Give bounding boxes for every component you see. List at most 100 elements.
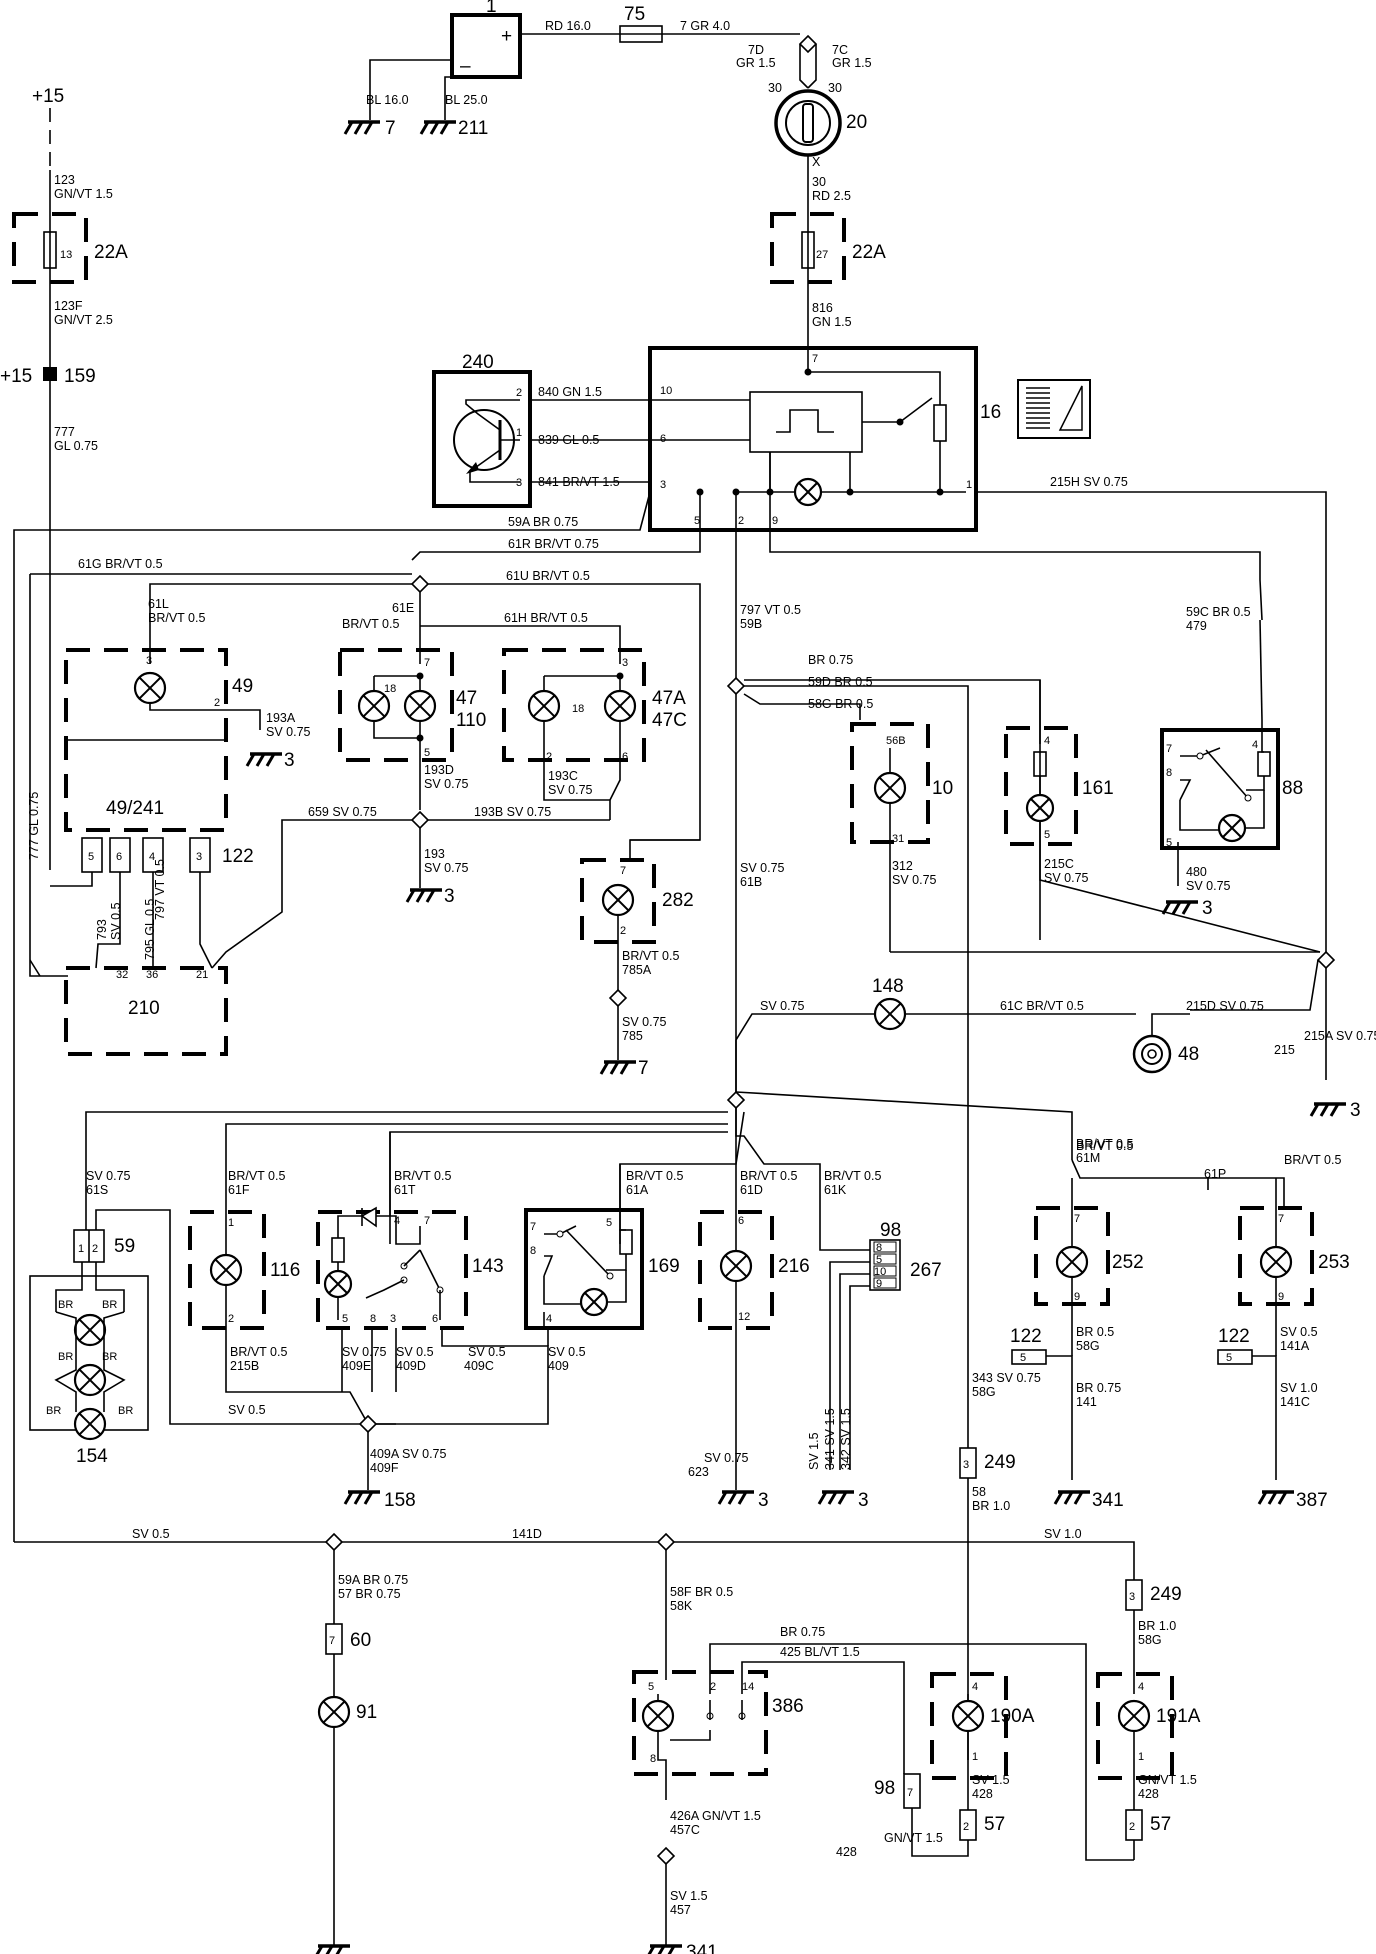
svg-text:10: 10 bbox=[660, 385, 672, 397]
svg-text:57 BR 0.75: 57 BR 0.75 bbox=[338, 1587, 401, 1601]
svg-text:169: 169 bbox=[648, 1256, 680, 1277]
svg-text:4: 4 bbox=[1138, 1681, 1144, 1693]
svg-text:428: 428 bbox=[1138, 1787, 1159, 1801]
svg-text:5: 5 bbox=[694, 515, 700, 527]
svg-text:122: 122 bbox=[1010, 1326, 1042, 1347]
connector-267: 8 5 10 9 bbox=[869, 1239, 901, 1291]
svg-text:4: 4 bbox=[394, 1215, 400, 1227]
svg-text:7C: 7C bbox=[832, 43, 848, 57]
svg-text:409C: 409C bbox=[464, 1359, 494, 1373]
svg-text:61R BR/VT 0.75: 61R BR/VT 0.75 bbox=[508, 537, 599, 551]
svg-text:BR: BR bbox=[58, 1351, 73, 1363]
svg-text:659 SV 0.75: 659 SV 0.75 bbox=[308, 805, 377, 819]
svg-text:159: 159 bbox=[64, 366, 96, 387]
svg-text:GR 1.5: GR 1.5 bbox=[832, 56, 872, 70]
svg-text:BR/VT 0.5: BR/VT 0.5 bbox=[1076, 1139, 1133, 1153]
svg-text:343 SV 0.75: 343 SV 0.75 bbox=[972, 1371, 1041, 1385]
svg-text:3: 3 bbox=[622, 657, 628, 669]
svg-text:10: 10 bbox=[932, 778, 953, 799]
svg-text:122: 122 bbox=[1218, 1326, 1250, 1347]
svg-text:193D: 193D bbox=[424, 763, 454, 777]
svg-text:57: 57 bbox=[984, 1814, 1005, 1835]
svg-text:BR/VT 0.5: BR/VT 0.5 bbox=[622, 949, 679, 963]
svg-text:428: 428 bbox=[972, 1787, 993, 1801]
svg-text:2: 2 bbox=[546, 751, 552, 763]
svg-text:18: 18 bbox=[384, 683, 396, 695]
svg-text:8: 8 bbox=[370, 1313, 376, 1325]
svg-text:58G: 58G bbox=[1076, 1339, 1100, 1353]
svg-text:60: 60 bbox=[350, 1630, 371, 1651]
svg-text:386: 386 bbox=[772, 1696, 804, 1717]
svg-text:61G BR/VT 0.5: 61G BR/VT 0.5 bbox=[78, 557, 163, 571]
svg-text:4: 4 bbox=[546, 1313, 552, 1325]
svg-text:18: 18 bbox=[572, 703, 584, 715]
svg-text:8: 8 bbox=[1166, 767, 1172, 779]
svg-text:4: 4 bbox=[1044, 735, 1050, 747]
svg-text:BR 1.0: BR 1.0 bbox=[1138, 1619, 1176, 1633]
svg-text:143: 143 bbox=[472, 1256, 504, 1277]
svg-text:61B: 61B bbox=[740, 875, 762, 889]
svg-text:22A: 22A bbox=[94, 242, 128, 263]
svg-text:58K: 58K bbox=[670, 1599, 693, 1613]
lamp-47-module bbox=[338, 648, 454, 762]
svg-text:91: 91 bbox=[356, 1702, 377, 1723]
svg-text:BR/VT 0.5: BR/VT 0.5 bbox=[148, 611, 205, 625]
svg-text:7: 7 bbox=[638, 1058, 649, 1079]
svg-text:BR/VT 0.5: BR/VT 0.5 bbox=[1076, 1137, 1133, 1151]
svg-text:BR: BR bbox=[102, 1299, 117, 1311]
connector-122-a: 5 6 4 3 bbox=[81, 837, 211, 873]
svg-text:GN/VT 2.5: GN/VT 2.5 bbox=[54, 313, 113, 327]
svg-text:267: 267 bbox=[910, 1260, 942, 1281]
svg-text:SV 1.5: SV 1.5 bbox=[972, 1773, 1010, 1787]
svg-text:47C: 47C bbox=[652, 710, 687, 731]
svg-text:3: 3 bbox=[660, 479, 666, 491]
svg-text:6: 6 bbox=[622, 751, 628, 763]
svg-text:16: 16 bbox=[980, 402, 1001, 423]
svg-text:122: 122 bbox=[222, 846, 254, 867]
fuse-75-label: 75 bbox=[624, 4, 645, 25]
svg-text:249: 249 bbox=[1150, 1584, 1182, 1605]
svg-text:3: 3 bbox=[516, 477, 522, 489]
svg-text:141A: 141A bbox=[1280, 1339, 1310, 1353]
connector-60: 7 bbox=[325, 1623, 343, 1655]
svg-text:215H SV 0.75: 215H SV 0.75 bbox=[1050, 475, 1128, 489]
lamp-191a-module bbox=[1096, 1672, 1174, 1780]
lamp-190a-module bbox=[930, 1672, 1008, 1780]
svg-text:6: 6 bbox=[116, 851, 122, 863]
svg-text:58G: 58G bbox=[972, 1385, 996, 1399]
svg-text:BR/VT 0.5: BR/VT 0.5 bbox=[626, 1169, 683, 1183]
svg-text:623: 623 bbox=[688, 1465, 709, 1479]
svg-text:SV 0.75: SV 0.75 bbox=[1186, 879, 1231, 893]
svg-text:10: 10 bbox=[874, 1266, 886, 1278]
svg-text:409A SV 0.75: 409A SV 0.75 bbox=[370, 1447, 447, 1461]
svg-text:4: 4 bbox=[972, 1681, 978, 1693]
svg-text:9: 9 bbox=[876, 1278, 882, 1290]
svg-text:409: 409 bbox=[548, 1359, 569, 1373]
svg-text:7: 7 bbox=[385, 118, 396, 139]
svg-text:141: 141 bbox=[1076, 1395, 1097, 1409]
svg-text:2: 2 bbox=[710, 1681, 716, 1693]
svg-text:61M: 61M bbox=[1076, 1151, 1100, 1165]
svg-text:BR/VT 0.5: BR/VT 0.5 bbox=[740, 1169, 797, 1183]
svg-text:2: 2 bbox=[738, 515, 744, 527]
svg-text:61U BR/VT 0.5: 61U BR/VT 0.5 bbox=[506, 569, 590, 583]
svg-text:193A: 193A bbox=[266, 711, 296, 725]
svg-text:215D SV 0.75: 215D SV 0.75 bbox=[1186, 999, 1264, 1013]
switch-169 bbox=[524, 1208, 644, 1330]
svg-text:61L: 61L bbox=[148, 597, 169, 611]
svg-text:7: 7 bbox=[1278, 1213, 1284, 1225]
svg-text:14: 14 bbox=[742, 1681, 754, 1693]
svg-text:9: 9 bbox=[1074, 1291, 1080, 1303]
svg-text:3: 3 bbox=[390, 1313, 396, 1325]
svg-text:BR: BR bbox=[58, 1299, 73, 1311]
svg-text:409D: 409D bbox=[396, 1359, 426, 1373]
svg-text:215B: 215B bbox=[230, 1359, 259, 1373]
svg-text:GN/VT 1.5: GN/VT 1.5 bbox=[1138, 1773, 1197, 1787]
svg-text:88: 88 bbox=[1282, 778, 1303, 799]
svg-text:816: 816 bbox=[812, 301, 833, 315]
svg-text:240: 240 bbox=[462, 352, 494, 373]
svg-text:SV 0.75: SV 0.75 bbox=[424, 861, 469, 875]
svg-text:7D: 7D bbox=[748, 43, 764, 57]
svg-text:BR/VT 0.5: BR/VT 0.5 bbox=[228, 1169, 285, 1183]
